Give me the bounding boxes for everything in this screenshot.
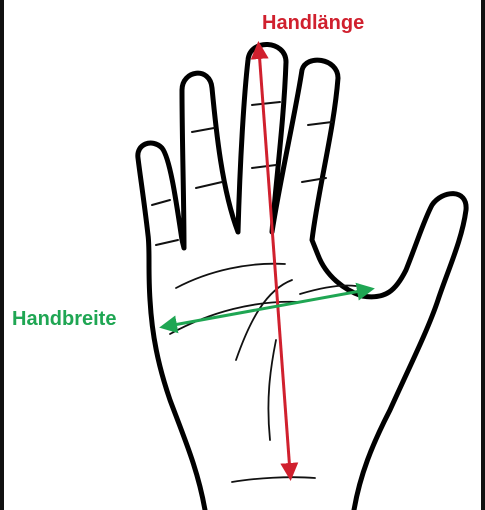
hand-width-arrow [168, 290, 366, 326]
hand-width-label: Handbreite [12, 308, 116, 331]
hand-length-arrow [259, 50, 290, 472]
hand-length-label: Handlänge [262, 12, 364, 35]
hand-contour [138, 44, 466, 510]
